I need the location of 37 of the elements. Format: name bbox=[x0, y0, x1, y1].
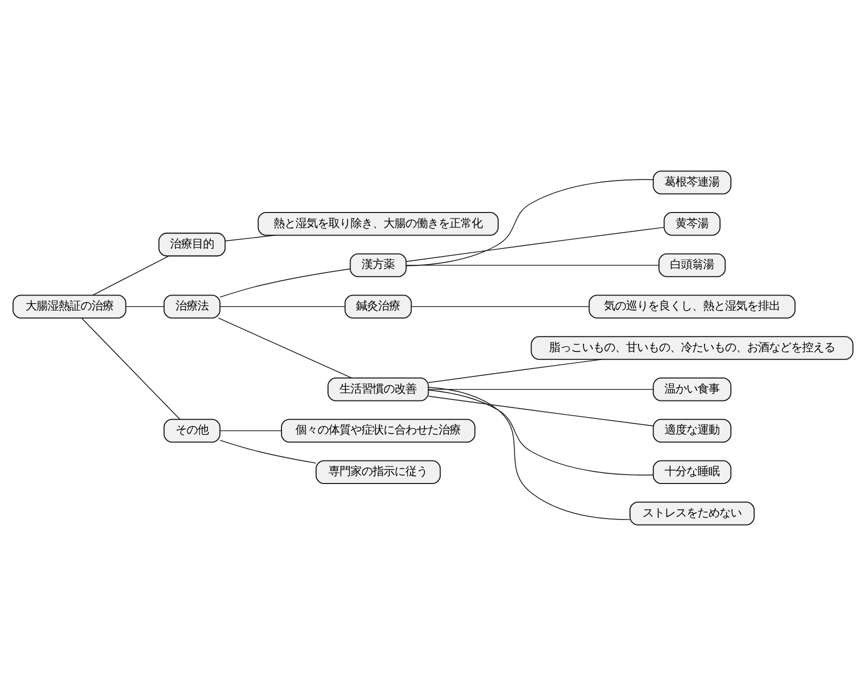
node-box: 個々の体質や症状に合わせた治療 bbox=[280, 418, 476, 443]
node-box: 温かい食事 bbox=[652, 377, 732, 402]
node-box: 生活習慣の改善 bbox=[328, 377, 429, 402]
connector bbox=[220, 440, 316, 464]
node-box: 漢方薬 bbox=[350, 253, 407, 278]
connector bbox=[220, 306, 346, 308]
connector bbox=[406, 264, 660, 266]
connector bbox=[220, 430, 282, 432]
node-box: 鍼灸治療 bbox=[344, 294, 412, 319]
node-box: 専門家の指示に従う bbox=[316, 460, 441, 484]
node-box: 治療目的 bbox=[158, 232, 226, 256]
connector bbox=[428, 396, 654, 426]
node-box: その他 bbox=[164, 418, 220, 443]
node-box: 適度な運動 bbox=[652, 418, 732, 443]
connector bbox=[406, 179, 654, 266]
connector bbox=[428, 390, 654, 476]
connector bbox=[126, 306, 164, 308]
node-box: 気の巡りを良くし、熱と湿気を排出 bbox=[588, 294, 796, 319]
connector bbox=[411, 306, 590, 308]
connector bbox=[428, 388, 654, 390]
node-box: 黄芩湯 bbox=[664, 212, 721, 236]
node-box: 葛根芩連湯 bbox=[652, 170, 732, 194]
connector bbox=[92, 256, 170, 296]
connector bbox=[218, 318, 352, 378]
node-box: 熱と湿気を取り除き、大腸の働きを正常化 bbox=[258, 212, 499, 236]
connector bbox=[220, 268, 350, 298]
connector bbox=[428, 386, 630, 520]
node-box: 白頭翁湯 bbox=[658, 253, 726, 278]
connector bbox=[428, 358, 603, 383]
connector bbox=[81, 318, 180, 420]
node-box: 治療法 bbox=[164, 294, 220, 319]
node-box: 大腸湿熱証の治療 bbox=[12, 294, 126, 319]
connector bbox=[224, 234, 276, 242]
node-box: 十分な睡眠 bbox=[652, 460, 732, 484]
node-box: 脂っこいもの、甘いもの、冷たいもの、お酒などを控える bbox=[530, 336, 854, 360]
connector bbox=[406, 226, 664, 262]
node-box: ストレスをためない bbox=[630, 502, 755, 526]
